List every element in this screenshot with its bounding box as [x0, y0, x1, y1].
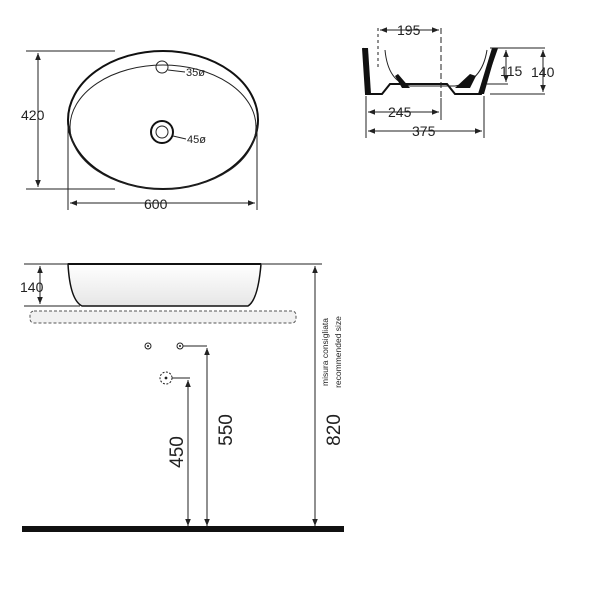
drain-label: 45ø: [187, 134, 206, 146]
tap-hole: [155, 60, 169, 74]
elevation-view: 140 450 550 820 misura consigliata recom…: [20, 263, 345, 532]
dim-115-label: 115: [500, 63, 523, 79]
dim-550-label: 550: [216, 414, 237, 446]
drain-outer: [150, 120, 174, 144]
recommended-label-it: misura consigliata: [320, 318, 330, 386]
depth-label: 420: [21, 107, 45, 123]
section-bowl: [384, 49, 488, 87]
floor-line: [22, 526, 344, 532]
section-outline: [362, 47, 498, 95]
supply-point-right-center: [179, 345, 181, 347]
section-view: 195 115 140 245 375: [362, 22, 555, 139]
section-right-wall: [478, 48, 497, 94]
section-left-wall: [363, 48, 371, 94]
supply-point-left-center: [147, 345, 149, 347]
basin-inner-rim: [69, 64, 257, 190]
dim-140-label: 140: [531, 64, 555, 80]
drain-leader: [172, 135, 187, 140]
basin-outer-rim: [67, 50, 259, 190]
tap-hole-leader: [167, 69, 186, 73]
dim-245-label: 245: [388, 104, 412, 120]
dim-140-elev-label: 140: [20, 279, 44, 295]
width-label: 600: [144, 196, 168, 212]
waste-outlet-center: [164, 376, 168, 380]
dim-195-label: 195: [397, 22, 421, 38]
dim-820-label: 820: [324, 414, 345, 446]
dim-450-label: 450: [167, 436, 188, 468]
recommended-label-en: recommended size: [333, 316, 343, 388]
dim-375-label: 375: [412, 123, 436, 139]
top-view: 35ø 45ø 420 600: [21, 50, 259, 212]
tap-hole-label: 35ø: [186, 67, 205, 79]
basin-profile: [67, 263, 262, 307]
section-foot-left: [395, 74, 410, 88]
drain-inner: [155, 125, 169, 139]
section-foot-right: [455, 74, 476, 88]
countertop: [29, 310, 297, 324]
supply-point-left: [144, 342, 152, 350]
